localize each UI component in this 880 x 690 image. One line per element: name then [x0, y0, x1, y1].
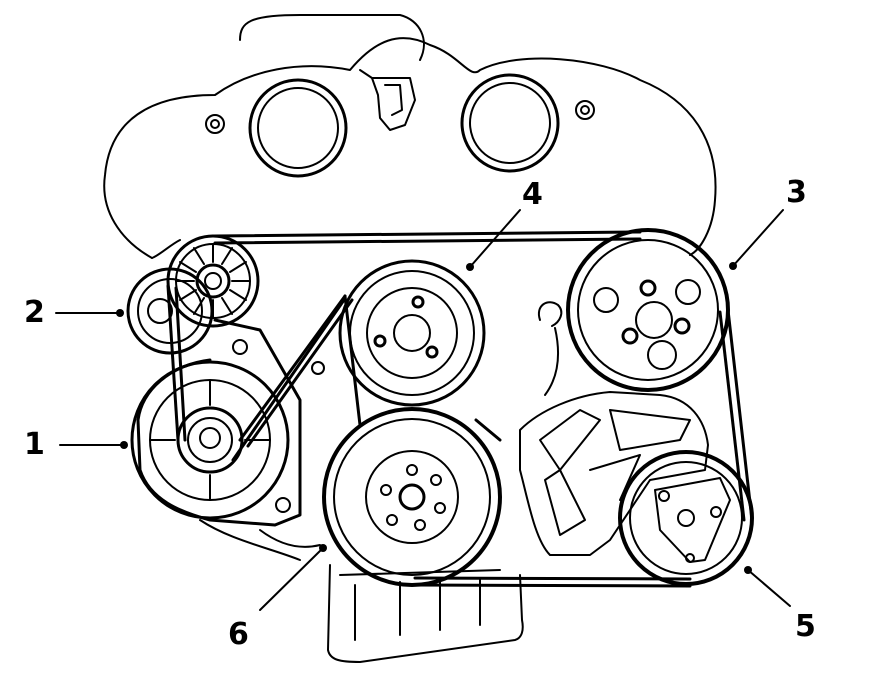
idler-pulley — [166, 234, 260, 328]
power-steering-pulley — [566, 228, 730, 392]
leader-dots — [116, 262, 752, 574]
stud-left — [205, 114, 225, 134]
crankshaft-pulley — [322, 407, 502, 587]
leader-line-5 — [747, 569, 791, 607]
alternator-stud — [232, 339, 248, 355]
ac-compressor-pulley — [618, 450, 754, 586]
leader-line-6 — [259, 547, 324, 611]
callout-2: 2 — [24, 295, 45, 330]
manifold-port-right — [460, 73, 560, 173]
engine-outline — [103, 37, 717, 259]
oil-pan — [327, 564, 524, 663]
sensor-fitting — [371, 77, 416, 131]
callout-6: 6 — [228, 617, 249, 652]
callout-3: 3 — [786, 175, 807, 210]
callout-4: 4 — [522, 177, 543, 212]
leader-lines — [55, 209, 791, 611]
leader-line-4 — [469, 209, 521, 268]
mounting-bracket — [519, 391, 709, 556]
ac-clutch-plate — [654, 477, 731, 563]
water-pump-pulley — [338, 259, 486, 407]
engine-top-cap — [239, 14, 425, 61]
drive-belt — [166, 230, 754, 588]
idler-ribs — [175, 243, 251, 319]
leader-line-3 — [732, 209, 784, 267]
callout-5: 5 — [795, 609, 816, 644]
engine-lower-edge — [151, 239, 181, 259]
alternator-housing — [136, 318, 302, 527]
manifold-port-left — [248, 78, 348, 178]
callout-1: 1 — [24, 427, 45, 462]
alternator-pulley — [130, 360, 290, 520]
stud-right — [575, 100, 595, 120]
